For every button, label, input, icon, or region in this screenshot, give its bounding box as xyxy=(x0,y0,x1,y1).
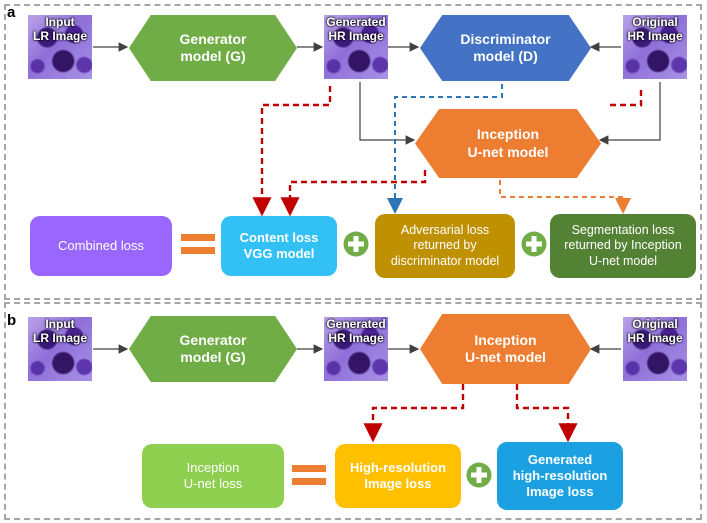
dashed-arrow-inception-to-hr-loss xyxy=(363,384,465,443)
original-hr-image-a xyxy=(623,15,687,79)
generated-hr-image-a xyxy=(324,15,388,79)
segmentation-loss-box: Segmentation loss returned by Inception … xyxy=(550,214,696,278)
dashed-line-original-red xyxy=(609,90,643,107)
arrow-original-to-inception xyxy=(598,82,661,145)
combined-loss-box: Combined loss xyxy=(30,216,172,276)
plus-icon xyxy=(466,462,492,488)
inception-unet-model-b: Inception U-net model xyxy=(420,314,591,384)
equals-icon xyxy=(181,234,215,254)
original-hr-image-b-label: Original HR Image xyxy=(627,317,683,345)
panel-b xyxy=(4,302,702,520)
dashed-arrow-inception-to-generated-loss xyxy=(515,384,578,443)
arrow-generated-to-inception xyxy=(359,82,416,145)
generated-hr-image-b xyxy=(324,317,388,381)
original-hr-image-b xyxy=(623,317,687,381)
input-lr-image-a-label: Input LR Image xyxy=(32,15,87,43)
dashed-arrow-inception-to-segmentation xyxy=(499,180,631,214)
generated-hr-image-a-label: Generated HR Image xyxy=(326,15,386,43)
hr-image-loss-box: High-resolution Image loss xyxy=(335,444,461,508)
plus-icon xyxy=(521,231,547,257)
panel-a-label: a xyxy=(7,4,16,21)
plus-icon xyxy=(343,231,369,257)
panel-a xyxy=(4,4,702,300)
inception-unet-model-a: Inception U-net model xyxy=(415,109,601,178)
discriminator-model: Discriminator model (D) xyxy=(420,15,591,81)
generated-hr-image-b-label: Generated HR Image xyxy=(326,317,386,345)
panel-b-label: b xyxy=(7,312,17,329)
generated-hr-image-loss-box: Generated high-resolution Image loss xyxy=(497,442,623,510)
dashed-arrow-inception-to-content-loss xyxy=(280,170,427,217)
adversarial-loss-box: Adversarial loss returned by discriminat… xyxy=(375,214,515,278)
dashed-arrow-discriminator-to-adversarial xyxy=(387,84,503,214)
inception-unet-loss-box: Inception U-net loss xyxy=(142,444,284,508)
dashed-arrow-generated-to-content-loss xyxy=(252,86,332,217)
content-loss-box: Content loss VGG model xyxy=(221,216,337,276)
equals-icon xyxy=(292,465,326,485)
input-lr-image-a xyxy=(28,15,92,79)
original-hr-image-a-label: Original HR Image xyxy=(627,15,683,43)
generator-model-b: Generator model (G) xyxy=(129,316,297,382)
generator-model-a: Generator model (G) xyxy=(129,15,297,81)
input-lr-image-b-label: Input LR Image xyxy=(32,317,87,345)
input-lr-image-b xyxy=(28,317,92,381)
